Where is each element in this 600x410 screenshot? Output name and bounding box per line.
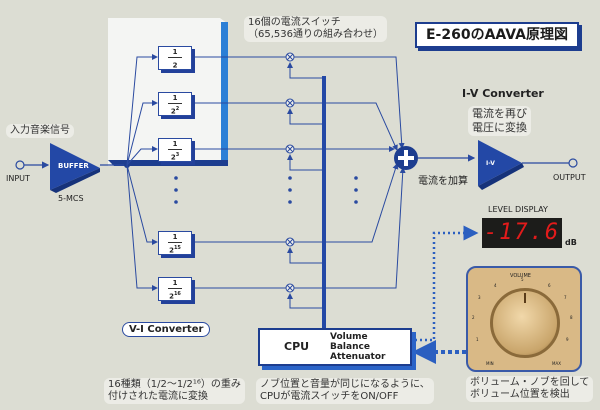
knob-indicator [524, 293, 526, 303]
scale-tick: 3 [478, 295, 481, 300]
scale-tick: 9 [566, 337, 569, 342]
level-display-title: LEVEL DISPLAY [488, 205, 548, 214]
scale-max: MAX [552, 361, 561, 366]
summing-junction-icon [394, 146, 418, 170]
vi-panel-edge [221, 22, 228, 166]
iv-caption: 電流を再び電圧に変換 [468, 106, 531, 136]
summer-caption: 電流を加算 [418, 176, 468, 187]
knob-note: ボリューム・ノブを回してボリューム位置を検出 [466, 376, 594, 402]
iv-amp-label: I-V [486, 160, 495, 167]
buffer-sub-label: 5-MCS [58, 194, 84, 203]
switch-icon [285, 144, 295, 154]
iv-converter-title: I-V Converter [462, 87, 544, 100]
buffer-amp [50, 143, 100, 190]
input-label: INPUT [6, 174, 30, 183]
switches-caption: 16個の電流スイッチ（65,536通りの組み合わせ） [244, 16, 387, 42]
cpu-label: CPU [284, 340, 310, 353]
output-terminal [568, 158, 578, 168]
volume-knob[interactable] [490, 288, 560, 358]
level-display: -17.6 [482, 218, 562, 248]
scale-tick: 8 [570, 315, 573, 320]
vi-note: 16種類（1/2〜1/2¹⁶）の重み付けされた電流に変換 [104, 378, 245, 404]
scale-tick: 6 [548, 283, 551, 288]
scale-tick: 2 [472, 315, 475, 320]
scale-tick: 1 [476, 337, 479, 342]
scale-tick: 4 [494, 283, 497, 288]
volume-knob-panel: VOLUME MIN 1 2 3 4 5 6 7 8 9 MAX [466, 266, 582, 372]
buffer-label: BUFFER [58, 162, 89, 170]
switch-icon [285, 237, 295, 247]
vi-converter-label: V-I Converter [122, 322, 211, 337]
switch-icon [285, 283, 295, 293]
output-label: OUTPUT [553, 173, 586, 182]
input-terminal [15, 160, 25, 170]
switch-icon [285, 52, 295, 62]
level-unit: dB [565, 238, 577, 247]
scale-tick: 7 [564, 295, 567, 300]
scale-tick: 5 [521, 277, 524, 282]
scale-min: MIN [486, 361, 494, 366]
switch-icon [285, 98, 295, 108]
cpu-note: ノブ位置と音量が同じになるように、CPUが電流スイッチをON/OFF [256, 378, 434, 404]
diagram-title: E-260のAAVA原理図 [415, 22, 579, 48]
iv-amp [478, 140, 522, 186]
cpu-control-bus [322, 76, 326, 330]
volume-title: VOLUME [510, 273, 531, 279]
input-caption: 入力音楽信号 [6, 124, 74, 138]
